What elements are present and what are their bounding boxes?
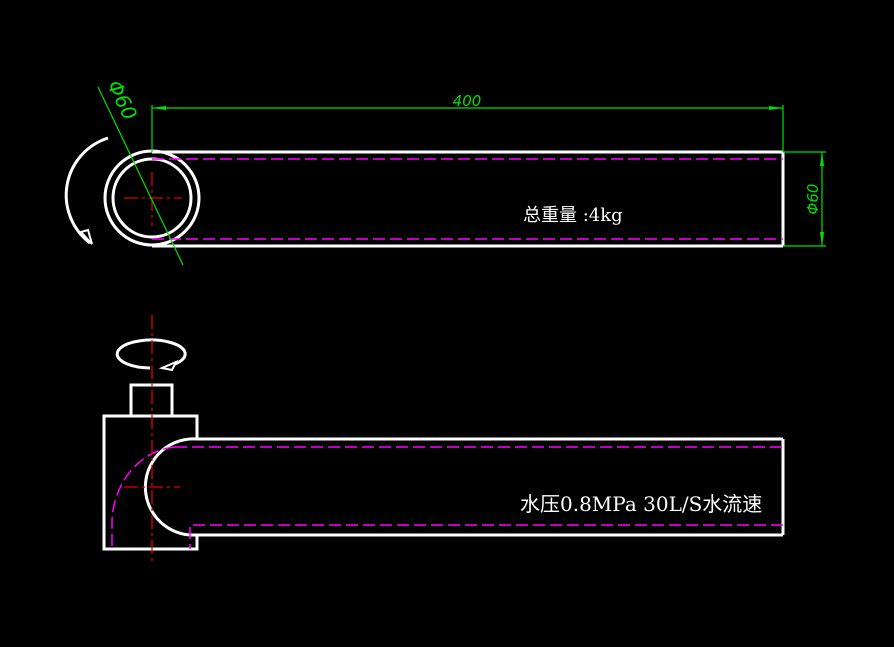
- valve-body: [102, 414, 199, 551]
- dimension-text-diameter-circle: Φ60: [102, 76, 142, 124]
- hidden-line-bottom: [189, 524, 783, 549]
- dim-arrow: [820, 232, 824, 246]
- rotation-arrow-icon: [115, 338, 187, 370]
- top-view: 400 Φ60 Φ60 总重量 :4kg: [64, 76, 826, 266]
- weight-note: 总重量 :4kg: [523, 205, 623, 226]
- dim-arrow: [769, 106, 783, 110]
- hidden-arc: [111, 446, 176, 549]
- dim-arrow: [820, 152, 824, 166]
- dim-arrow: [152, 106, 166, 110]
- arrowhead-icon: [79, 228, 93, 245]
- arrowhead-icon: [158, 360, 179, 372]
- pressure-note: 水压0.8MPa 30L/S水流速: [520, 492, 762, 516]
- dimension-text-400: 400: [453, 92, 482, 110]
- rotation-arrow-icon: [64, 136, 109, 245]
- diameter-leader: [97, 86, 184, 266]
- dimension-text-diameter-right: Φ60: [804, 184, 822, 215]
- front-view: 水压0.8MPa 30L/S水流速: [102, 315, 785, 562]
- pipe-rounded-end: [143, 437, 198, 537]
